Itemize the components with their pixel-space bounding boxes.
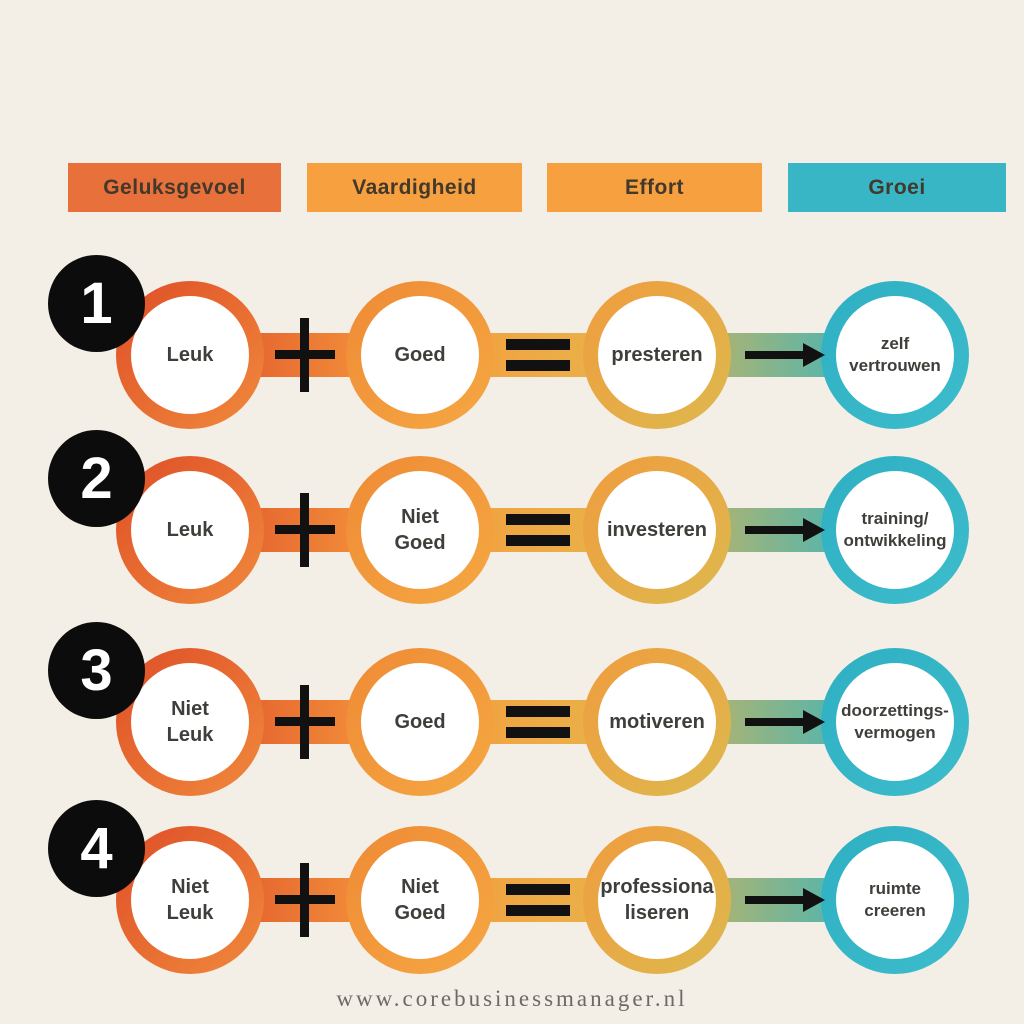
arrow-right-icon	[745, 343, 825, 367]
equation-row-1: 1 Leuk Goed presteren zelf v	[0, 255, 1024, 429]
header-groei: Groei	[788, 163, 1006, 212]
effort-circle: investeren	[583, 456, 731, 604]
header-effort: Effort	[547, 163, 762, 212]
arrow-right-icon	[745, 888, 825, 912]
groei-circle: doorzettings- vermogen	[821, 648, 969, 796]
geluksgevoel-value: Niet Leuk	[166, 876, 214, 924]
geluksgevoel-value: Leuk	[166, 519, 214, 541]
plus-icon	[275, 863, 335, 937]
vaardigheid-value: Goed	[394, 711, 446, 733]
effort-value: presteren	[611, 344, 703, 366]
row-number: 3	[80, 637, 113, 703]
circle-inner: Leuk	[131, 471, 249, 589]
groei-value: zelf vertrouwen	[849, 333, 941, 375]
circle-inner: investeren	[598, 471, 716, 589]
vaardigheid-value: Niet Goed	[394, 506, 446, 554]
circle-inner: doorzettings- vermogen	[836, 663, 954, 781]
arrow-right-icon	[745, 518, 825, 542]
row-number-badge: 4	[48, 800, 145, 897]
circle-inner: professiona liseren	[598, 841, 716, 959]
header-vaardigheid: Vaardigheid	[307, 163, 522, 212]
header-geluksgevoel-label: Geluksgevoel	[103, 175, 246, 199]
row-number: 4	[80, 815, 113, 881]
equation-row-2: 2 Leuk Niet Goed investeren	[0, 430, 1024, 604]
header-groei-label: Groei	[868, 175, 926, 199]
geluksgevoel-circle: Niet Leuk	[116, 826, 264, 974]
circle-inner: Niet Leuk	[131, 841, 249, 959]
circle-inner: Niet Goed	[361, 841, 479, 959]
circle-inner: Goed	[361, 296, 479, 414]
header-vaardigheid-label: Vaardigheid	[352, 175, 477, 199]
effort-value: professiona liseren	[600, 876, 714, 924]
vaardigheid-value: Niet Goed	[394, 876, 446, 924]
row-number-badge: 1	[48, 255, 145, 352]
equals-icon	[506, 339, 570, 371]
row-number-badge: 2	[48, 430, 145, 527]
row-number: 2	[80, 445, 113, 511]
effort-circle: motiveren	[583, 648, 731, 796]
effort-value: motiveren	[609, 711, 705, 733]
equation-row-4: 4 Niet Leuk Niet Goed professiona lisere…	[0, 800, 1024, 974]
effort-circle: presteren	[583, 281, 731, 429]
vaardigheid-circle: Niet Goed	[346, 826, 494, 974]
vaardigheid-circle: Niet Goed	[346, 456, 494, 604]
plus-icon	[275, 685, 335, 759]
header-geluksgevoel: Geluksgevoel	[68, 163, 281, 212]
header-effort-label: Effort	[625, 175, 684, 199]
circle-inner: ruimte creeren	[836, 841, 954, 959]
groei-circle: zelf vertrouwen	[821, 281, 969, 429]
circle-inner: Niet Goed	[361, 471, 479, 589]
row-number: 1	[80, 270, 113, 336]
circle-inner: Niet Leuk	[131, 663, 249, 781]
groei-value: training/ ontwikkeling	[843, 508, 947, 550]
groei-circle: training/ ontwikkeling	[821, 456, 969, 604]
groei-value: ruimte creeren	[864, 878, 926, 920]
row-number-badge: 3	[48, 622, 145, 719]
groei-value: doorzettings- vermogen	[841, 700, 949, 742]
equals-icon	[506, 706, 570, 738]
website-footer: www.corebusinessmanager.nl	[336, 986, 688, 1011]
geluksgevoel-value: Leuk	[166, 344, 214, 366]
arrow-right-icon	[745, 710, 825, 734]
circle-inner: Leuk	[131, 296, 249, 414]
equals-icon	[506, 514, 570, 546]
effort-value: investeren	[606, 519, 708, 541]
geluksgevoel-value: Niet Leuk	[166, 698, 214, 746]
circle-inner: zelf vertrouwen	[836, 296, 954, 414]
vaardigheid-circle: Goed	[346, 648, 494, 796]
effort-circle: professiona liseren	[583, 826, 731, 974]
groei-circle: ruimte creeren	[821, 826, 969, 974]
circle-inner: presteren	[598, 296, 716, 414]
circle-inner: motiveren	[598, 663, 716, 781]
equation-row-3: 3 Niet Leuk Goed motiveren d	[0, 622, 1024, 796]
plus-icon	[275, 493, 335, 567]
equals-icon	[506, 884, 570, 916]
circle-inner: training/ ontwikkeling	[836, 471, 954, 589]
vaardigheid-value: Goed	[394, 344, 446, 366]
vaardigheid-circle: Goed	[346, 281, 494, 429]
circle-inner: Goed	[361, 663, 479, 781]
plus-icon	[275, 318, 335, 392]
